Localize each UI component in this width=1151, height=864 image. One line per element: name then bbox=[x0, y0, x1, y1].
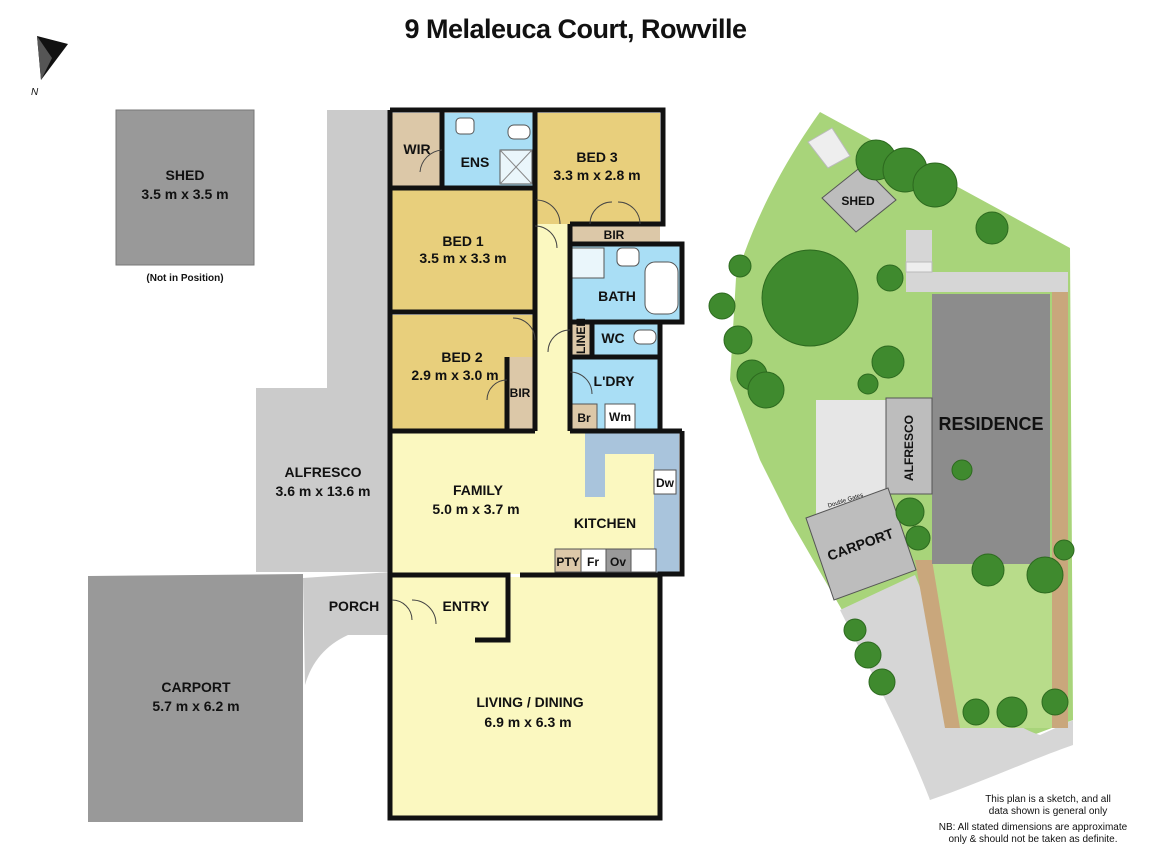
bir-top-label: BIR bbox=[604, 228, 625, 242]
bir-top-room bbox=[570, 224, 660, 244]
bed3-size: 3.3 m x 2.8 m bbox=[553, 167, 640, 183]
bathtub-icon bbox=[644, 261, 679, 315]
bed3-label: BED 3 bbox=[576, 149, 617, 165]
wc-label: WC bbox=[601, 330, 624, 346]
north-arrow-icon bbox=[37, 36, 68, 80]
shed-label: SHED bbox=[166, 167, 205, 183]
north-label: N bbox=[31, 87, 39, 98]
garden-bed-east bbox=[1052, 292, 1068, 728]
ensuite-label: ENS bbox=[461, 154, 490, 170]
entry-area bbox=[392, 577, 508, 640]
dishwasher bbox=[653, 469, 677, 495]
site-plan: RESIDENCE ALFRESCO CARPORT Double Gates … bbox=[708, 112, 1075, 800]
fr-label: Fr bbox=[587, 555, 599, 569]
nb-note: NB: All stated dimensions are approximat… bbox=[933, 822, 1133, 846]
bed1-room bbox=[392, 190, 535, 312]
nb-line-2: only & should not be taken as definite. bbox=[948, 834, 1118, 845]
site-residence-label: RESIDENCE bbox=[938, 414, 1043, 434]
ov-label: Ov bbox=[610, 555, 626, 569]
disclaimer-line-2: data shown is general only bbox=[988, 806, 1108, 817]
laundry-label: L'DRY bbox=[594, 373, 636, 389]
porch-area bbox=[303, 572, 392, 685]
bath-label: BATH bbox=[598, 288, 636, 304]
living-size: 6.9 m x 6.3 m bbox=[484, 714, 571, 730]
wc-toilet-icon bbox=[633, 329, 657, 345]
br-label: Br bbox=[577, 411, 591, 425]
bed1-size: 3.5 m x 3.3 m bbox=[419, 250, 506, 266]
path-area bbox=[906, 230, 1068, 540]
shed-note: (Not in Position) bbox=[146, 273, 223, 284]
family-label: FAMILY bbox=[453, 482, 504, 498]
linen-room bbox=[570, 322, 592, 357]
carport-size: 5.7 m x 6.2 m bbox=[152, 698, 239, 714]
site-shed-label: SHED bbox=[841, 194, 875, 208]
bed1-label: BED 1 bbox=[442, 233, 483, 249]
site-pad bbox=[807, 127, 851, 169]
living-label: LIVING / DINING bbox=[476, 694, 583, 710]
bir2-label: BIR bbox=[510, 386, 531, 400]
wir-label: WIR bbox=[403, 141, 430, 157]
garden-bed-south bbox=[915, 560, 960, 728]
dw-label: Dw bbox=[656, 476, 675, 490]
entry-label: ENTRY bbox=[443, 598, 491, 614]
side-lawn bbox=[932, 560, 1052, 728]
disclaimer-line-1: This plan is a sketch, and all bbox=[985, 794, 1111, 805]
bed2-size: 2.9 m x 3.0 m bbox=[411, 367, 498, 383]
living-room bbox=[392, 577, 660, 818]
cooktop-icon bbox=[630, 548, 657, 573]
shed-area bbox=[115, 109, 255, 266]
bath-basin-icon bbox=[616, 247, 640, 267]
door-swings bbox=[391, 149, 641, 625]
alfresco-area bbox=[256, 110, 388, 572]
bed2-label: BED 2 bbox=[441, 349, 482, 365]
shed-size: 3.5 m x 3.5 m bbox=[141, 186, 228, 202]
nb-line-1: NB: All stated dimensions are approximat… bbox=[938, 822, 1128, 833]
site-alfresco bbox=[885, 397, 933, 495]
kitchen-bench bbox=[585, 431, 679, 574]
walls bbox=[387, 107, 685, 821]
carport-area bbox=[88, 574, 303, 822]
porch-label: PORCH bbox=[329, 598, 380, 614]
steps bbox=[905, 261, 933, 273]
family-size: 5.0 m x 3.7 m bbox=[432, 501, 519, 517]
plan-title: 9 Melaleuca Court, Rowville bbox=[404, 14, 747, 44]
hallway bbox=[535, 224, 570, 431]
carport-label: CARPORT bbox=[161, 679, 231, 695]
linen-label: LINEN bbox=[574, 318, 588, 354]
bir2-room bbox=[507, 357, 534, 429]
bed3-room bbox=[535, 113, 660, 224]
site-shed bbox=[821, 165, 897, 233]
kitchen-label: KITCHEN bbox=[574, 515, 636, 531]
pty-label: PTY bbox=[556, 555, 579, 569]
wir-room bbox=[392, 113, 442, 187]
wm-label: Wm bbox=[609, 410, 631, 424]
alfresco-size: 3.6 m x 13.6 m bbox=[276, 483, 371, 499]
bath-shower-icon bbox=[571, 247, 605, 279]
site-carport bbox=[805, 487, 917, 601]
tree-icons bbox=[708, 139, 1075, 728]
site-alfresco-label: ALFRESCO bbox=[902, 415, 916, 481]
alfresco-label: ALFRESCO bbox=[285, 464, 362, 480]
basin-icon bbox=[455, 117, 475, 135]
disclaimer-note: This plan is a sketch, and all data show… bbox=[963, 794, 1133, 818]
site-residence bbox=[932, 294, 1050, 564]
toilet-icon bbox=[507, 124, 531, 140]
paved-area bbox=[816, 400, 886, 520]
